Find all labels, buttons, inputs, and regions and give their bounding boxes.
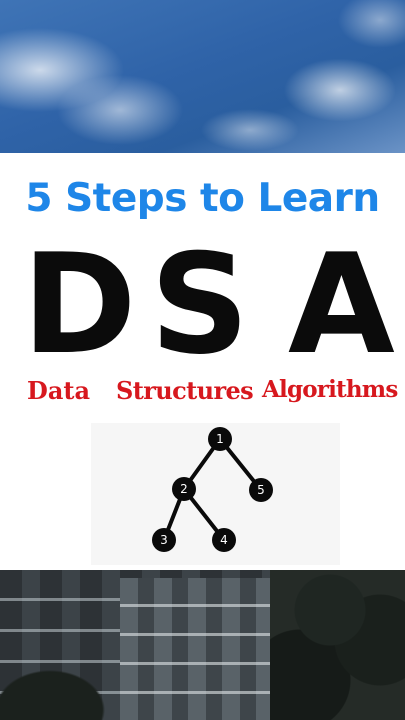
headline: 5 Steps to Learn — [25, 176, 380, 221]
word-data: Data — [27, 376, 90, 405]
tree-node-2: 2 — [172, 477, 196, 501]
node-label-2: 2 — [180, 482, 188, 496]
tree-node-4: 4 — [212, 528, 236, 552]
word-structures: Structures — [116, 376, 254, 405]
tree-node-1: 1 — [208, 427, 232, 451]
word-algorithms: Algorithms — [262, 376, 398, 403]
tree-node-3: 3 — [152, 528, 176, 552]
node-label-1: 1 — [216, 432, 224, 446]
node-label-4: 4 — [220, 533, 228, 547]
binary-tree-diagram: 1 2 5 3 4 — [91, 423, 340, 565]
letter-s: S — [150, 224, 250, 385]
tree-silhouette — [270, 570, 405, 720]
binary-tree-svg: 1 2 5 3 4 — [152, 427, 273, 552]
apartment-building-balconies — [120, 578, 270, 720]
sky-background-image — [0, 0, 405, 153]
node-label-3: 3 — [160, 533, 168, 547]
shrub-silhouette — [0, 660, 110, 720]
building-background-image — [0, 570, 405, 720]
letter-d: D — [22, 224, 137, 385]
tree-node-5: 5 — [249, 478, 273, 502]
letter-a: A — [288, 224, 395, 385]
node-label-5: 5 — [257, 483, 265, 497]
